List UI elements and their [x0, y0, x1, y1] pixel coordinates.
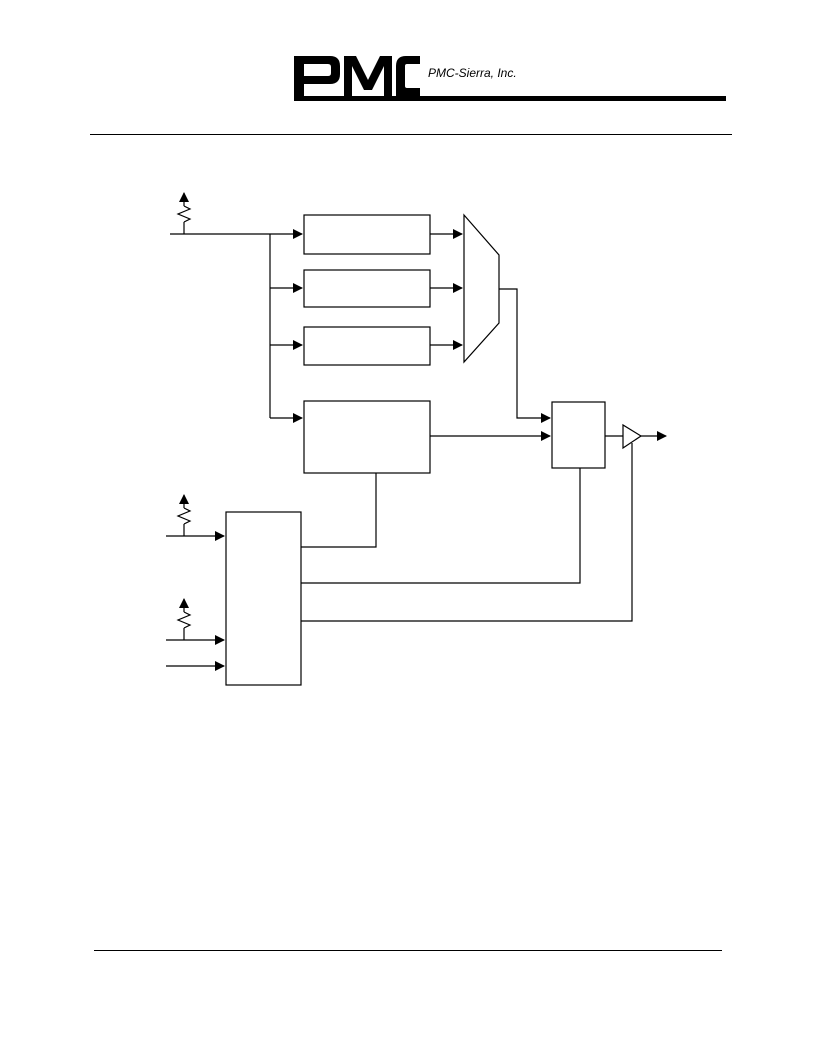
output-buffer — [622, 423, 643, 450]
pullup-resistor-2 — [176, 494, 192, 536]
pullup-resistor-1 — [176, 192, 192, 234]
footer-divider — [94, 950, 722, 951]
block-3 — [303, 326, 431, 366]
multiplexer — [463, 213, 500, 364]
control-block — [225, 511, 302, 686]
pmc-logo — [294, 56, 726, 101]
header-divider — [90, 134, 732, 135]
block-2 — [303, 269, 431, 308]
pullup-resistor-3 — [176, 598, 192, 640]
block-1 — [303, 214, 431, 255]
block-4 — [303, 400, 431, 474]
output-block — [551, 401, 606, 469]
company-name: PMC-Sierra, Inc. — [428, 66, 517, 80]
